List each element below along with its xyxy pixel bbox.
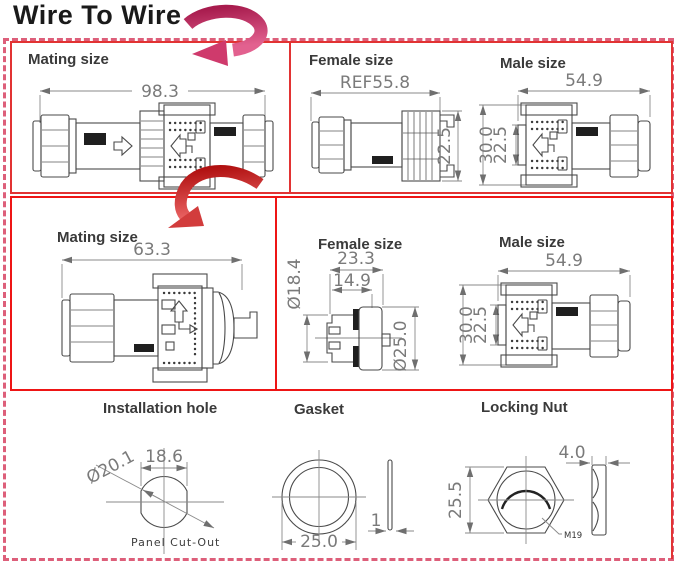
- dim-mating-top-length: 98.3: [141, 82, 179, 102]
- dim-male-mid-height-outer: 30.0: [457, 306, 477, 344]
- dim-gasket-thickness: 1: [371, 511, 382, 531]
- panel-cutout-caption: Panel Cut-Out: [131, 536, 221, 549]
- panel-title-mating-mid: Mating size: [57, 229, 138, 246]
- page-title: Wire To Wire: [13, 0, 182, 30]
- panel-title-gasket: Gasket: [294, 401, 345, 418]
- dim-hole-dia: Ø20.1: [83, 447, 138, 489]
- dim-male-mid-length: 54.9: [545, 251, 583, 271]
- dim-female-mid-dia-flange: Ø25.0: [391, 320, 411, 371]
- dim-mating-mid-length: 63.3: [133, 240, 171, 260]
- panel-title-female-top: Female size: [309, 52, 394, 69]
- dim-male-mid-height-inner: 22.5: [471, 306, 491, 344]
- dim-nut-thickness: 4.0: [558, 443, 585, 463]
- panel-title-female-mid: Female size: [318, 236, 403, 253]
- dim-male-top-height-inner: 22.5: [491, 126, 511, 164]
- nut-thread-label: M19: [564, 531, 582, 541]
- dim-gasket-dia: 25.0: [300, 532, 338, 552]
- dim-female-mid-width-outer: 23.3: [337, 249, 375, 269]
- dim-male-top-length: 54.9: [565, 71, 603, 91]
- mating-top-drawing: 98.3: [32, 82, 274, 190]
- panel-title-mating-top: Mating size: [28, 51, 109, 68]
- dim-female-mid-width-inner: 14.9: [333, 271, 371, 291]
- dim-male-top-height-outer: 30.0: [477, 126, 497, 164]
- dim-female-mid-dia-socket: Ø18.4: [285, 258, 305, 309]
- bottom-right-border: [671, 391, 673, 559]
- curved-arrow-icon-pink: [183, 4, 268, 66]
- dim-hole-width: 18.6: [145, 447, 183, 467]
- panel-border-female-male-top: [289, 41, 673, 194]
- dim-nut-across-flats: 25.5: [446, 481, 466, 519]
- panel-title-male-mid: Male size: [499, 234, 565, 251]
- panel-title-locking-nut: Locking Nut: [481, 399, 568, 416]
- panel-title-installation-hole: Installation hole: [103, 400, 218, 417]
- panel-title-male-top: Male size: [500, 55, 566, 72]
- panel-border-middle-row: [10, 196, 673, 391]
- middle-row-drawing: 63.3 23.3 14.9 Ø18.4: [61, 240, 631, 383]
- dim-female-top-length: REF55.8: [340, 73, 410, 93]
- curved-arrow-icon-red: [168, 165, 264, 228]
- bottom-row-drawing: 18.6 Ø20.1 25.0 1 25.5 4.0: [83, 443, 630, 554]
- dim-female-top-height: 22.5: [435, 127, 455, 165]
- female-male-top-drawing: REF55.8 22.5 54.9 30.0 22.5: [310, 71, 651, 188]
- middle-row-divider: [275, 198, 277, 389]
